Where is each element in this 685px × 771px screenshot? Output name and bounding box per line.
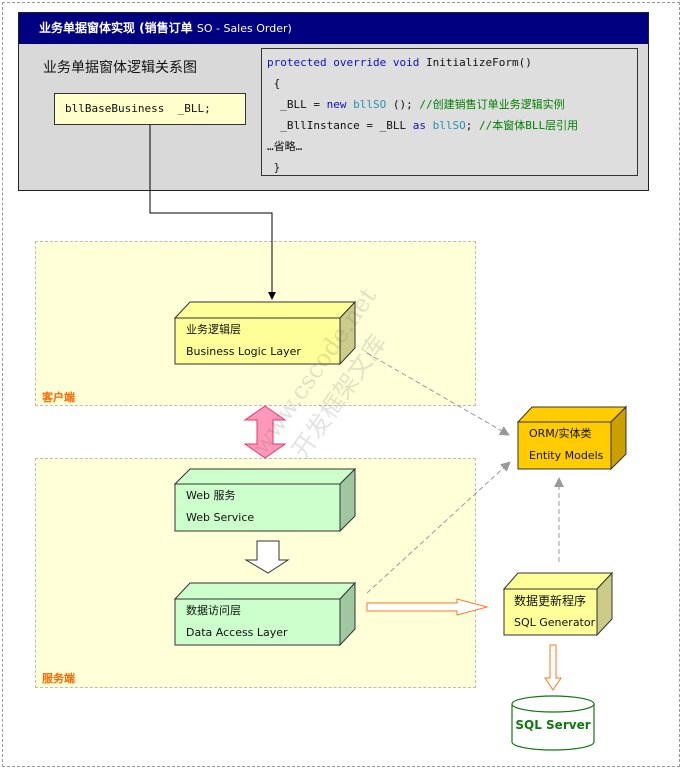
code-block: protected override void InitializeForm()… — [261, 48, 638, 176]
code-line: _BllInstance = _BLL as bllSO; //本窗体BLL层引… — [267, 119, 579, 132]
panel-subtitle: 业务单据窗体逻辑关系图 — [43, 60, 197, 76]
code-line: { — [267, 77, 281, 90]
panel-title: 业务单据窗体实现 (销售订单 SO - Sales Order) — [19, 13, 648, 44]
code-line: _BLL = new bllSO (); //创建销售订单业务逻辑实例 — [267, 98, 565, 111]
server-zone — [35, 458, 476, 688]
bll-to-orm-dashed-arrow — [366, 352, 510, 436]
title-text: 业务单据窗体实现 (销售订单 — [39, 21, 193, 35]
server-zone-label: 服务端 — [42, 672, 75, 685]
sql-server-label: SQL Server — [515, 718, 591, 732]
bidirectional-arrow — [243, 405, 287, 459]
dal-to-orm-dashed-arrow — [366, 461, 511, 594]
down-arrow — [244, 540, 290, 574]
code-line: protected override void InitializeForm() — [267, 56, 532, 69]
bll-box-3d — [173, 300, 357, 366]
sql-server-cylinder — [511, 695, 595, 751]
orm-box-3d — [516, 405, 628, 471]
dal-box-3d — [173, 581, 357, 647]
sqlgen-to-db-arrow — [544, 644, 562, 691]
title-suffix: SO - Sales Order) — [196, 22, 292, 35]
bll-declaration: bllBaseBusiness _BLL; — [54, 93, 246, 125]
connector-line — [149, 125, 276, 300]
code-line: …省略… — [267, 140, 303, 153]
dal-to-sqlgen-arrow — [366, 598, 489, 616]
form-panel: 业务单据窗体实现 (销售订单 SO - Sales Order) 业务单据窗体逻… — [18, 12, 649, 191]
web-box-3d — [173, 467, 357, 533]
code-line: } — [267, 161, 281, 174]
sqlgen-box-3d — [502, 571, 614, 637]
client-zone-label: 客户端 — [42, 391, 75, 404]
